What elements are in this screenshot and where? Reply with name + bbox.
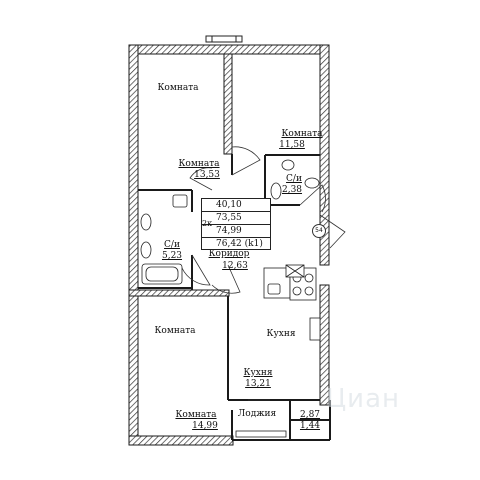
- bath-small-area: 2,38: [281, 185, 303, 195]
- room1-name: Комната: [178, 159, 220, 169]
- kitchen-name: Кухня: [243, 368, 273, 378]
- room2-area: 11,58: [279, 140, 305, 150]
- area-summary-row-4: 76,42 (k1): [216, 239, 263, 249]
- room3-name: Комната: [175, 410, 217, 420]
- door-swings: [181, 146, 346, 294]
- room1-top-label: Комната: [157, 83, 199, 93]
- corridor-name: Коридор: [208, 249, 250, 259]
- axis-badge: 54: [312, 224, 326, 238]
- bathroom-fixtures: [140, 159, 320, 285]
- kitchen-area: 13,21: [245, 379, 271, 389]
- area-summary-row-3: 74,99: [202, 225, 270, 238]
- bath-big-name: С/и: [164, 240, 180, 250]
- loggia-name: Лоджия: [237, 409, 277, 419]
- room3-label: Комната: [154, 326, 196, 336]
- partitions: [138, 154, 331, 441]
- area-summary-row-2: 73,55: [202, 212, 270, 225]
- loggia-window: [235, 399, 287, 438]
- loggia-area-top: 2,87: [299, 410, 321, 420]
- room3-area: 14,99: [192, 421, 218, 431]
- outer-walls: [128, 44, 330, 446]
- bath-big-area: 5,23: [161, 251, 183, 261]
- room2-name: Комната: [281, 129, 323, 139]
- rooms-count: 2к: [202, 219, 213, 228]
- watermark: Циан: [326, 384, 401, 414]
- kitchen-fixtures: [263, 264, 321, 341]
- area-summary: 40,10 73,55 74,99 76,42 (k1): [201, 198, 271, 250]
- top-window: [205, 35, 243, 43]
- area-summary-row-1: 40,10: [202, 199, 270, 212]
- corridor-area: 12,63: [222, 261, 248, 271]
- bath-small-name: С/и: [286, 174, 302, 184]
- kitchen-label: Кухня: [266, 329, 296, 339]
- room1-area: 13,53: [194, 170, 220, 180]
- loggia-area-bottom: 1,44: [299, 421, 321, 431]
